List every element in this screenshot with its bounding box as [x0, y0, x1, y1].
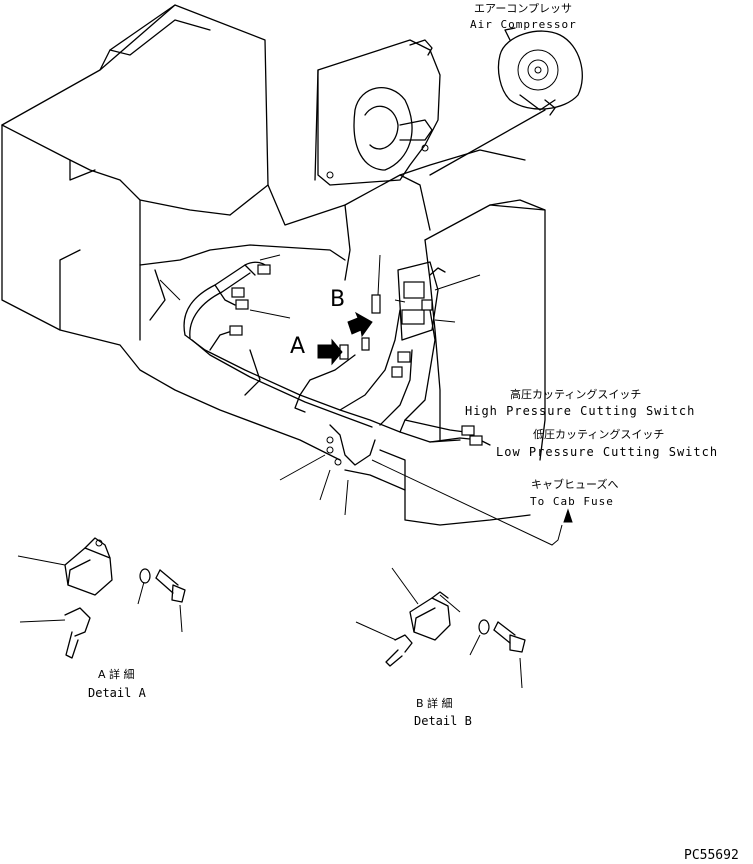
callout-b: B	[330, 287, 346, 312]
low-switch-label-jp: 低圧カッティングスイッチ	[533, 428, 665, 441]
detail-a-title: Detail A	[88, 686, 146, 700]
wiring-harness	[183, 261, 491, 466]
washer-icon	[139, 568, 151, 584]
air-compressor-label: Air Compressor	[470, 18, 577, 31]
cab-fuse-label-jp: キャブヒューズへ	[531, 478, 619, 491]
detail-a-title-jp: A 詳 細	[98, 668, 135, 681]
arrow-icon	[347, 311, 373, 338]
washer-icon	[478, 619, 490, 635]
low-switch-label: Low Pressure Cutting Switch	[496, 445, 719, 459]
cab-fuse-label: To Cab Fuse	[530, 495, 614, 508]
high-switch-label-jp: 高圧カッティングスイッチ	[510, 388, 642, 401]
connector-icon	[257, 264, 271, 275]
high-switch-label: High Pressure Cutting Switch	[465, 404, 696, 418]
detail-b-title: Detail B	[414, 714, 472, 728]
compressor-bracket	[314, 39, 441, 186]
detail-b-drawing	[355, 567, 526, 689]
detail-a-drawing	[17, 537, 186, 659]
callout-a: A	[290, 334, 306, 359]
arrow-icon	[317, 338, 343, 366]
air-compressor	[429, 27, 583, 176]
cab-frame	[1, 4, 546, 526]
air-compressor-label-jp: エアーコンプレッサ	[474, 2, 573, 15]
drawing-number: PC55692	[684, 848, 739, 863]
detail-b-title-jp: B 詳 細	[416, 697, 453, 710]
bolt-icon	[509, 634, 526, 653]
leader-lines	[159, 254, 573, 546]
bolt-icon	[171, 584, 186, 603]
